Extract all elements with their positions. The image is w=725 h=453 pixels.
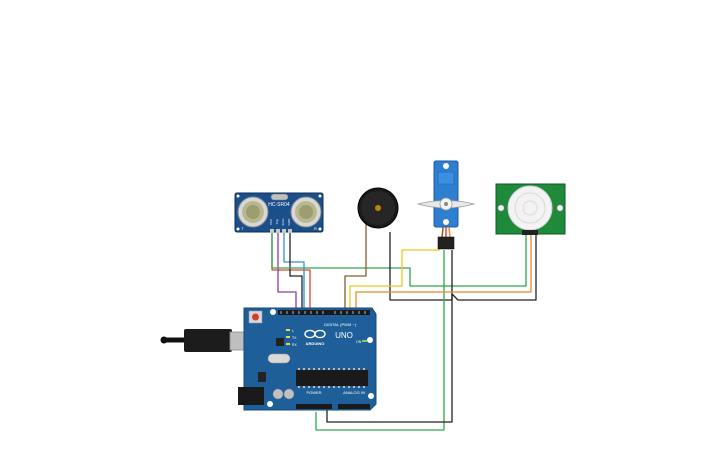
microcontroller-chip bbox=[296, 370, 368, 386]
wire-pir-signal[interactable] bbox=[355, 234, 532, 312]
digital-header-label: DIGITAL (PWM ~) bbox=[324, 322, 357, 327]
wire-ultrasonic-echo[interactable] bbox=[283, 232, 305, 312]
wire-servo-power[interactable] bbox=[315, 250, 445, 431]
wire-ultrasonic-gnd[interactable] bbox=[289, 232, 303, 312]
power-jack[interactable] bbox=[238, 387, 264, 405]
power-header-label: POWER bbox=[306, 390, 321, 395]
reset-button[interactable] bbox=[248, 310, 263, 324]
arduino-logo: ARDUINO UNO bbox=[304, 329, 353, 346]
led-label-on: ON bbox=[356, 340, 362, 344]
ultrasonic-pin-trig: Trig bbox=[275, 219, 279, 224]
transducer-right bbox=[290, 196, 322, 228]
led-label-l: L bbox=[292, 329, 294, 333]
analog-header[interactable] bbox=[338, 404, 370, 409]
servo-motor[interactable] bbox=[416, 160, 476, 250]
ic-pins-top bbox=[298, 368, 365, 370]
wire-buzzer-signal[interactable] bbox=[344, 222, 367, 312]
wire-servo-signal[interactable] bbox=[349, 249, 440, 312]
ultrasonic-side-r: R bbox=[314, 226, 317, 231]
wire-ground-bus[interactable] bbox=[271, 232, 527, 287]
servo-connector[interactable] bbox=[437, 236, 455, 250]
led-label-tx: TX bbox=[292, 336, 297, 340]
power-header[interactable] bbox=[296, 404, 332, 409]
led-label-rx: RX bbox=[292, 343, 298, 347]
ultrasonic-pin-echo: Echo bbox=[281, 218, 285, 225]
arduino-model-text: UNO bbox=[335, 331, 353, 340]
wire-buzzer-ground[interactable] bbox=[389, 232, 537, 301]
wire-servo-ground[interactable] bbox=[326, 250, 453, 423]
wire-ultrasonic-trig[interactable] bbox=[277, 232, 297, 312]
ultrasonic-side-t: T bbox=[241, 226, 244, 231]
piezo-buzzer[interactable] bbox=[357, 187, 399, 229]
ultrasonic-sensor[interactable]: HC-SR04 VCC Trig Echo GND T R bbox=[234, 192, 324, 233]
arduino-uno[interactable]: DIGITAL (PWM ~) ARDUINO UNO L TX RX ON P… bbox=[160, 307, 377, 411]
ultrasonic-label: HC-SR04 bbox=[268, 202, 290, 208]
ultrasonic-pin-vcc: VCC bbox=[269, 218, 273, 225]
transducer-left bbox=[237, 196, 269, 228]
ic-pins-bottom bbox=[298, 386, 365, 388]
analog-header-label: ANALOG IN bbox=[343, 390, 365, 395]
pir-sensor[interactable] bbox=[495, 183, 566, 235]
ultrasonic-pin-gnd: GND bbox=[287, 218, 291, 226]
arduino-logo-text: ARDUINO bbox=[306, 341, 325, 346]
wires bbox=[271, 222, 537, 431]
